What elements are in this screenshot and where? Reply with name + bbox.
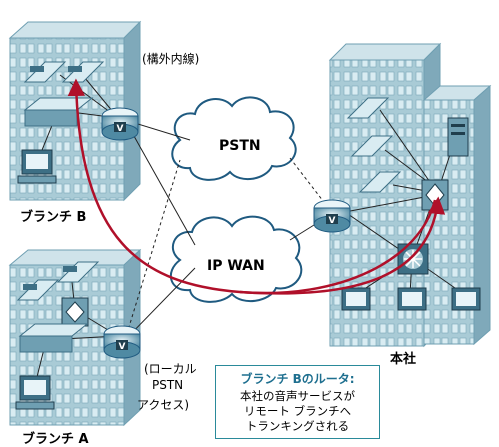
branch-b-router: V: [101, 107, 139, 141]
branch-a-switch: [18, 323, 89, 353]
branch-b-label: ブランチ B: [20, 210, 87, 225]
callout-line-1: 本社の音声サービスが: [240, 389, 355, 403]
pstn-cloud: [171, 96, 297, 181]
callout-line-3: トランキングされる: [245, 419, 350, 433]
svg-text:V: V: [119, 342, 126, 352]
svg-text:V: V: [329, 216, 336, 226]
branch-a-router: V: [103, 325, 141, 359]
internal-line-label: (構外内線): [142, 52, 200, 66]
hq-router: V: [313, 199, 351, 233]
branch-a-phone-2: [56, 261, 100, 283]
branch-a-callmanager: [61, 297, 89, 327]
branch-a-pc: [15, 375, 55, 410]
hq-callmanager: [421, 179, 449, 211]
ipwan-cloud: [169, 215, 303, 303]
local-pstn-label-line3: アクセス): [137, 398, 190, 412]
callout-box: ブランチ Bのルータ: 本社の音声サービスが リモート ブランチへ トランキング…: [215, 365, 380, 439]
call-path-arrow-to-hq: [239, 196, 446, 295]
hq-phones: [346, 97, 402, 193]
branch-a-phone-1: [16, 279, 60, 301]
hq-switch: [397, 243, 429, 275]
hq-pcs: [341, 287, 481, 311]
callout-line-2: リモート ブランチへ: [243, 404, 352, 418]
callout-title: ブランチ Bのルータ:: [240, 372, 355, 386]
pstn-label: PSTN: [219, 138, 261, 154]
callout-body: 本社の音声サービスが リモート ブランチへ トランキングされる: [216, 389, 379, 434]
branch-a-label: ブランチ A: [22, 432, 89, 447]
branch-b-phone-1: [23, 61, 67, 83]
local-pstn-label-line1: (ローカル: [144, 362, 197, 376]
branch-b-pc: [17, 149, 57, 184]
hq-label: 本社: [390, 352, 417, 367]
svg-text:V: V: [117, 124, 124, 134]
local-pstn-label-line2: PSTN: [152, 378, 184, 392]
ipwan-label: IP WAN: [207, 258, 265, 274]
hq-server: [447, 117, 469, 157]
call-path-arrow-to-branch-b: [67, 78, 437, 295]
